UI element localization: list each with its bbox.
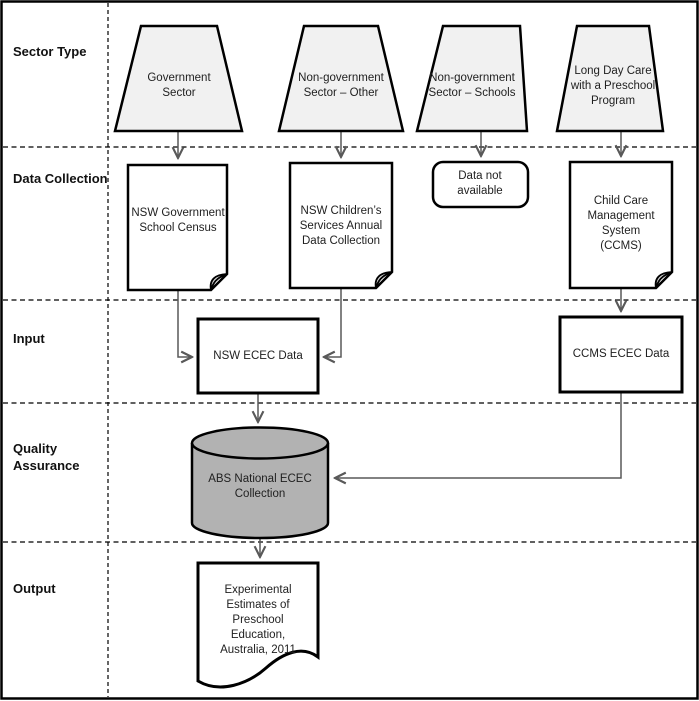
label-nsw-school-census: NSW Government School Census (131, 207, 225, 234)
arrow-services-to-nswecec (324, 289, 342, 357)
label-output-publication: Experimental Estimates of Preschool Educ… (220, 584, 296, 656)
label-government-sector: Government Sector (147, 72, 211, 99)
label-ccms: Child Care Management System (CCMS) (587, 195, 655, 252)
document-nsw-school-census (126, 163, 229, 292)
cylinder-abs-collection (190, 426, 330, 540)
label-non-gov-schools: Non-government Sector – Schools (428, 72, 516, 99)
document-output-publication (196, 561, 320, 689)
box-nsw-ecec-data (196, 317, 320, 395)
arrow-ccmsecec-to-abs (335, 393, 622, 478)
label-ccms-ecec-data: CCMS ECEC Data (572, 348, 670, 360)
document-ccms (568, 160, 674, 290)
label-abs-collection: ABS National ECEC Collection (208, 473, 312, 500)
document-fold (209, 273, 228, 291)
label-non-gov-other: Non-government Sector – Other (298, 72, 384, 99)
row-label-input: Input (13, 331, 45, 346)
document-nsw-childrens-services (288, 161, 394, 290)
trapezoid-long-day-care (555, 24, 665, 133)
row-label-output: Output (13, 581, 56, 596)
connectors (178, 132, 621, 557)
label-nsw-childrens-services: NSW Children’s Services Annual Data Coll… (299, 205, 383, 247)
trapezoid-non-gov-schools (415, 24, 529, 133)
trapezoid-government-sector (113, 24, 244, 133)
arrow-census-to-nswecec (177, 291, 192, 357)
row-label-sector-type: Sector Type (13, 44, 87, 59)
rounded-box-data-not-available (431, 160, 530, 209)
trapezoid-non-gov-other (277, 24, 405, 133)
label-data-not-available: Data not available (457, 170, 503, 197)
document-fold (374, 271, 393, 289)
row-label-quality-assurance: Quality Assurance (13, 441, 80, 473)
label-long-day-care: Long Day Care with a Preschool Program (570, 65, 656, 107)
row-label-data-collection: Data Collection (13, 171, 108, 186)
label-nsw-ecec-data: NSW ECEC Data (213, 350, 303, 362)
document-fold (654, 271, 673, 289)
box-ccms-ecec-data (558, 315, 684, 394)
